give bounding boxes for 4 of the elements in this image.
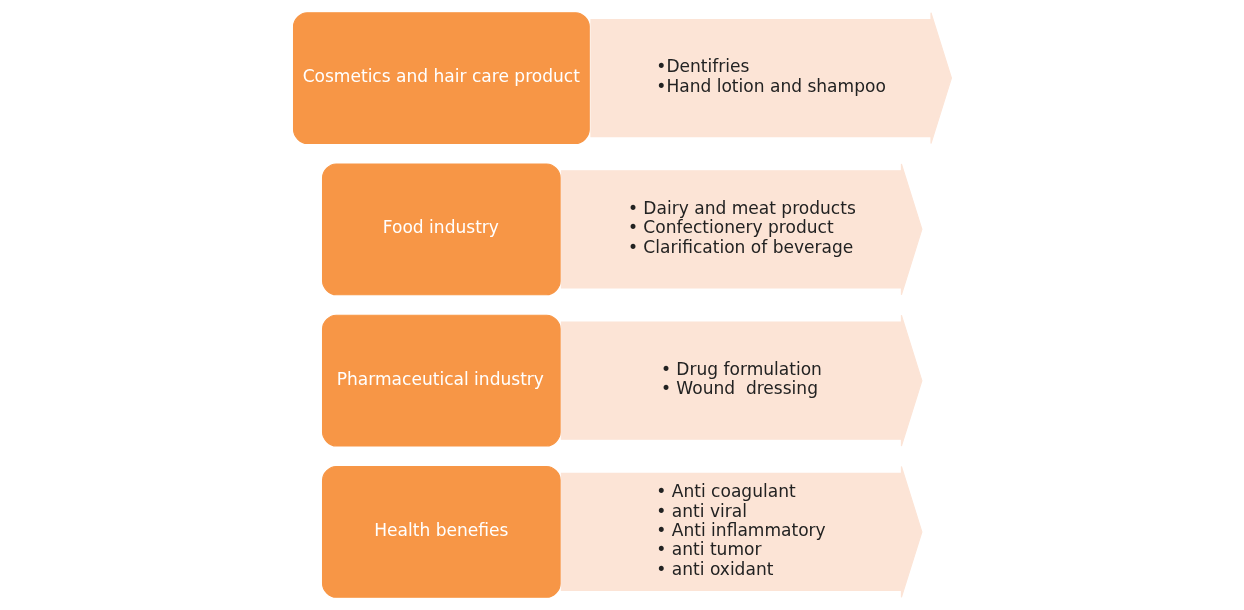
node-box: Pharmaceutical industry: [321, 314, 561, 447]
node-box: Cosmetics and hair care product: [292, 12, 590, 145]
node-box: Health benefies: [321, 465, 561, 598]
node-box: Food industry: [321, 163, 561, 296]
